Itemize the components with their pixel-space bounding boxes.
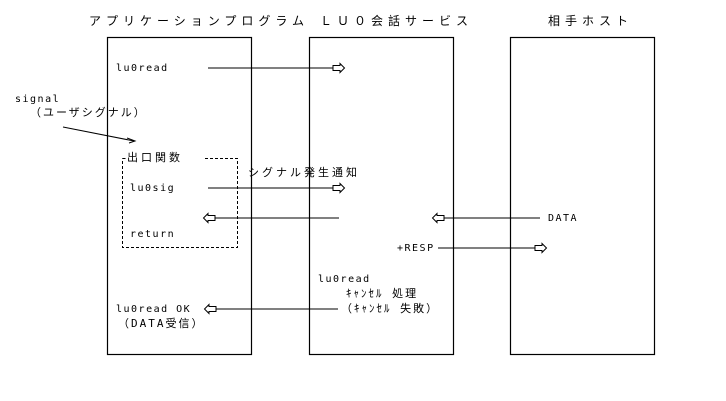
arrow-left-icon <box>431 212 445 224</box>
exit-function-title: 出口関数 <box>127 151 183 164</box>
data-received-label: （DATA受信） <box>118 317 205 330</box>
cancel-failed-label: （ｷｬﾝｾﾙ 失敗） <box>341 302 440 315</box>
arrow-left-icon <box>202 212 216 224</box>
column-title-remote-host: 相手ホスト <box>548 14 634 28</box>
signal-label: signal <box>15 94 61 105</box>
arrow-right-icon <box>332 182 346 194</box>
arrow-right-icon <box>534 242 548 254</box>
column-title-application: アプリケーションプログラム <box>89 14 310 28</box>
signal-arrowhead-icon <box>126 137 137 144</box>
remote-host-box <box>509 36 656 356</box>
return-label: return <box>130 229 176 240</box>
application-box <box>106 36 253 356</box>
lu0read-label: lu0read <box>116 63 169 74</box>
arrow-left-icon <box>203 303 217 315</box>
lu0read-ok-label: lu0read OK <box>116 304 192 315</box>
lu0-service-box <box>308 36 455 356</box>
data-label: DATA <box>548 213 579 224</box>
cancel-process-label: ｷｬﾝｾﾙ 処理 <box>346 287 419 300</box>
signal-notice-label: シグナル発生通知 <box>248 166 360 179</box>
signal-arrow-line <box>62 126 135 142</box>
user-signal-label: （ユーザシグナル） <box>30 106 147 119</box>
column-title-lu0-service: ＬＵ０会話サービス <box>320 14 474 28</box>
arrow-right-icon <box>332 62 346 74</box>
lu0sig-label: lu0sig <box>130 183 176 194</box>
resp-label: +RESP <box>397 243 435 254</box>
exit-function-box <box>122 158 238 248</box>
cancel-lu0read-label: lu0read <box>318 274 371 285</box>
